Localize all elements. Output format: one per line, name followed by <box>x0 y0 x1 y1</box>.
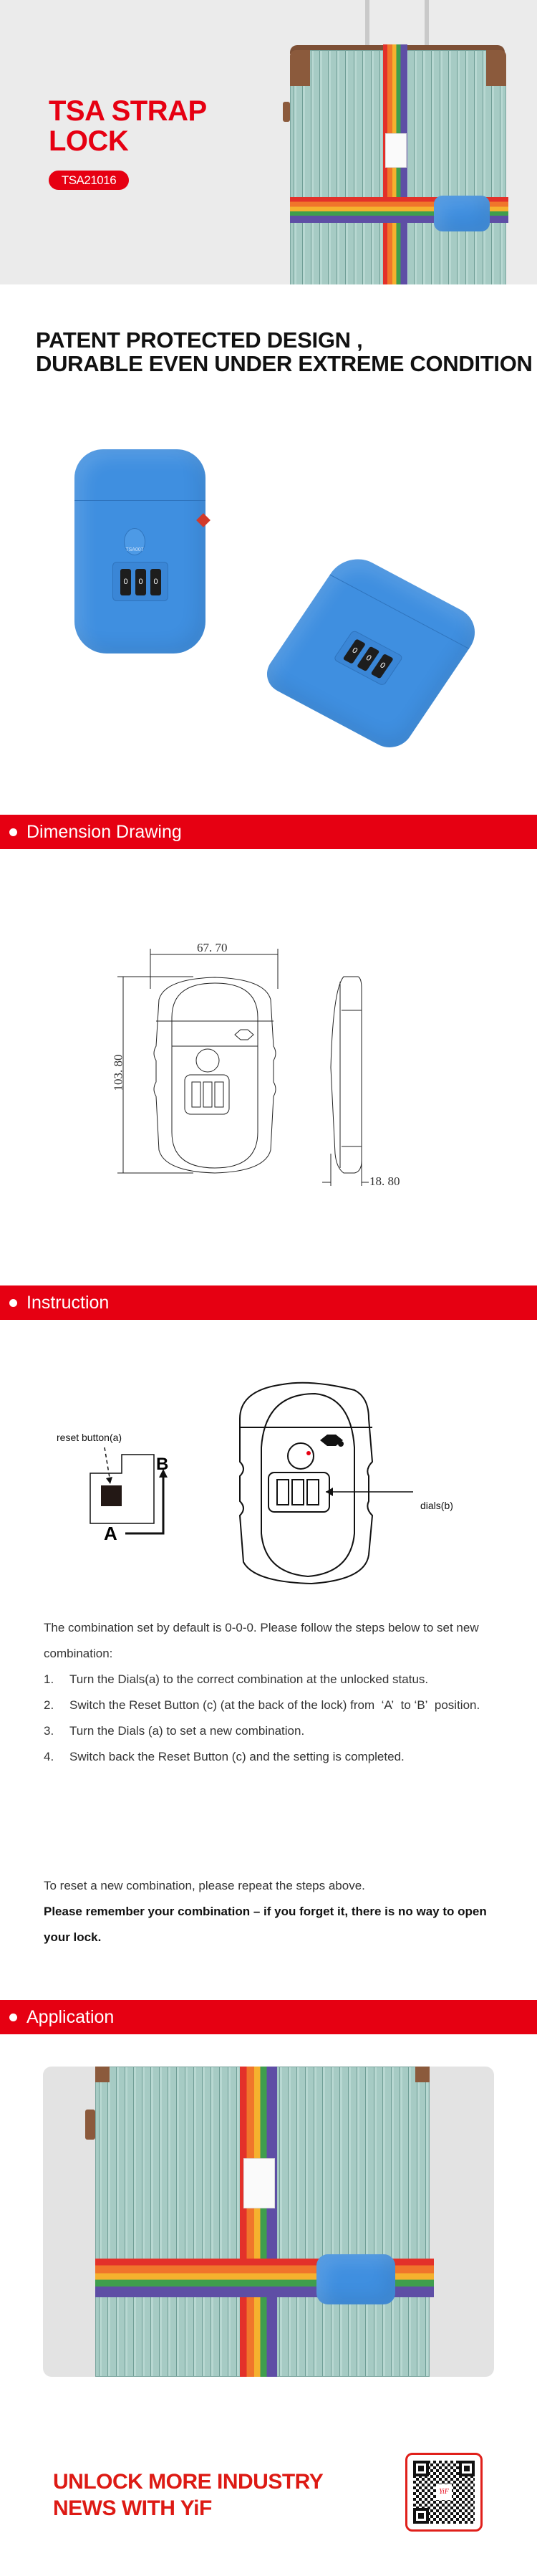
position-b-label: B <box>156 1455 169 1474</box>
lock-on-strap <box>316 2254 395 2304</box>
strap-vertical <box>240 2067 277 2377</box>
step-text: Switch back the Reset Button (c) and the… <box>69 1750 405 1763</box>
step-text: Turn the Dials(a) to the correct combina… <box>69 1672 429 1686</box>
instruction-text: The combination set by default is 0-0-0.… <box>44 1615 502 1770</box>
lock-seam <box>74 500 205 501</box>
section-title: Application <box>26 2007 115 2027</box>
dimension-depth: 18. 80 <box>369 1174 400 1188</box>
suitcase-side-handle <box>85 2110 95 2140</box>
lock-on-strap <box>434 196 490 231</box>
step-number: 3. <box>44 1724 54 1738</box>
qr-code[interactable]: YiF <box>405 2453 483 2532</box>
qr-finder <box>413 2461 429 2476</box>
dimension-height: 103. 80 <box>111 1054 125 1091</box>
lock-front-diagram <box>238 1382 413 1585</box>
step-number: 4. <box>44 1750 54 1763</box>
dials-label: dials(b) <box>420 1500 453 1511</box>
section-title: Dimension Drawing <box>26 822 182 842</box>
luggage-tag <box>385 133 407 168</box>
bullet-icon <box>9 2014 17 2021</box>
dimension-width: 67. 70 <box>197 941 228 954</box>
section-title: Instruction <box>26 1293 110 1313</box>
dial[interactable]: 0 <box>150 569 161 595</box>
product-image-angled: 0 0 0 <box>258 549 486 755</box>
handle-rod <box>365 0 369 50</box>
position-a-label: A <box>104 1523 117 1544</box>
step-item: 4. Switch back the Reset Button (c) and t… <box>44 1744 502 1770</box>
bullet-icon <box>9 828 17 836</box>
key-cylinder: TSA007 <box>124 528 145 555</box>
dimension-drawing <box>117 949 369 1186</box>
model-badge: TSA21016 <box>49 171 129 190</box>
feature-headline: PATENT PROTECTED DESIGN , DURABLE EVEN U… <box>36 328 533 375</box>
reset-button-label: reset button(a) <box>57 1432 122 1443</box>
section-header-instruction: Instruction <box>0 1285 537 1320</box>
product-title-line2: LOCK <box>49 125 129 157</box>
step-item: 1. Turn the Dials(a) to the correct combi… <box>44 1667 502 1692</box>
qr-finder <box>459 2461 475 2476</box>
intro-text: The combination set by default is 0-0-0.… <box>44 1621 479 1660</box>
suitcase-side-handle <box>283 102 290 122</box>
luggage-tag <box>243 2158 275 2208</box>
reset-note: To reset a new combination, please repea… <box>44 1879 365 1892</box>
hero-banner: TSA STRAP LOCK TSA21016 <box>0 0 537 284</box>
step-number: 1. <box>44 1672 54 1686</box>
suitcase-corner <box>290 50 310 86</box>
dial-window: 0 0 0 <box>333 629 404 686</box>
headline-line2: DURABLE EVEN UNDER EXTREME CONDITION <box>36 351 533 376</box>
footer-line1: UNLOCK MORE INDUSTRY <box>53 2470 324 2494</box>
handle-rod <box>425 0 429 50</box>
dial-window: 0 0 0 <box>112 562 168 601</box>
dial[interactable]: 0 <box>135 569 146 595</box>
qr-finder <box>413 2508 429 2524</box>
suitcase-corner <box>486 50 506 86</box>
section-header-application: Application <box>0 2000 537 2034</box>
headline-line1: PATENT PROTECTED DESIGN , <box>36 327 363 353</box>
bullet-icon <box>9 1299 17 1307</box>
application-photo <box>43 2067 494 2377</box>
footer-line2: NEWS WITH YiF <box>53 2496 212 2520</box>
product-image-front: TSA007 0 0 0 <box>74 449 211 653</box>
qr-pattern: YiF <box>413 2461 475 2524</box>
section-header-dimension: Dimension Drawing <box>0 815 537 849</box>
step-item: 2. Switch the Reset Button (c) (at the ba… <box>44 1692 502 1718</box>
tsa-logo-icon <box>196 513 211 527</box>
suitcase-corner <box>415 2067 430 2082</box>
reset-note-block: To reset a new combination, please repea… <box>44 1873 502 1950</box>
suitcase-corner <box>95 2067 110 2082</box>
reset-switch-diagram <box>90 1447 168 1535</box>
warning-text: Please remember your combination – if yo… <box>44 1905 487 1944</box>
step-number: 2. <box>44 1698 54 1712</box>
step-text: Switch the Reset Button (c) (at the back… <box>69 1698 480 1712</box>
dial[interactable]: 0 <box>120 569 131 595</box>
product-title-line1: TSA STRAP <box>49 95 207 127</box>
footer-cta: UNLOCK MORE INDUSTRY NEWS WITH YiF <box>53 2469 324 2522</box>
step-item: 3. Turn the Dials (a) to set a new combin… <box>44 1718 502 1744</box>
step-text: Turn the Dials (a) to set a new combinat… <box>69 1724 305 1738</box>
qr-logo: YiF <box>436 2484 452 2500</box>
